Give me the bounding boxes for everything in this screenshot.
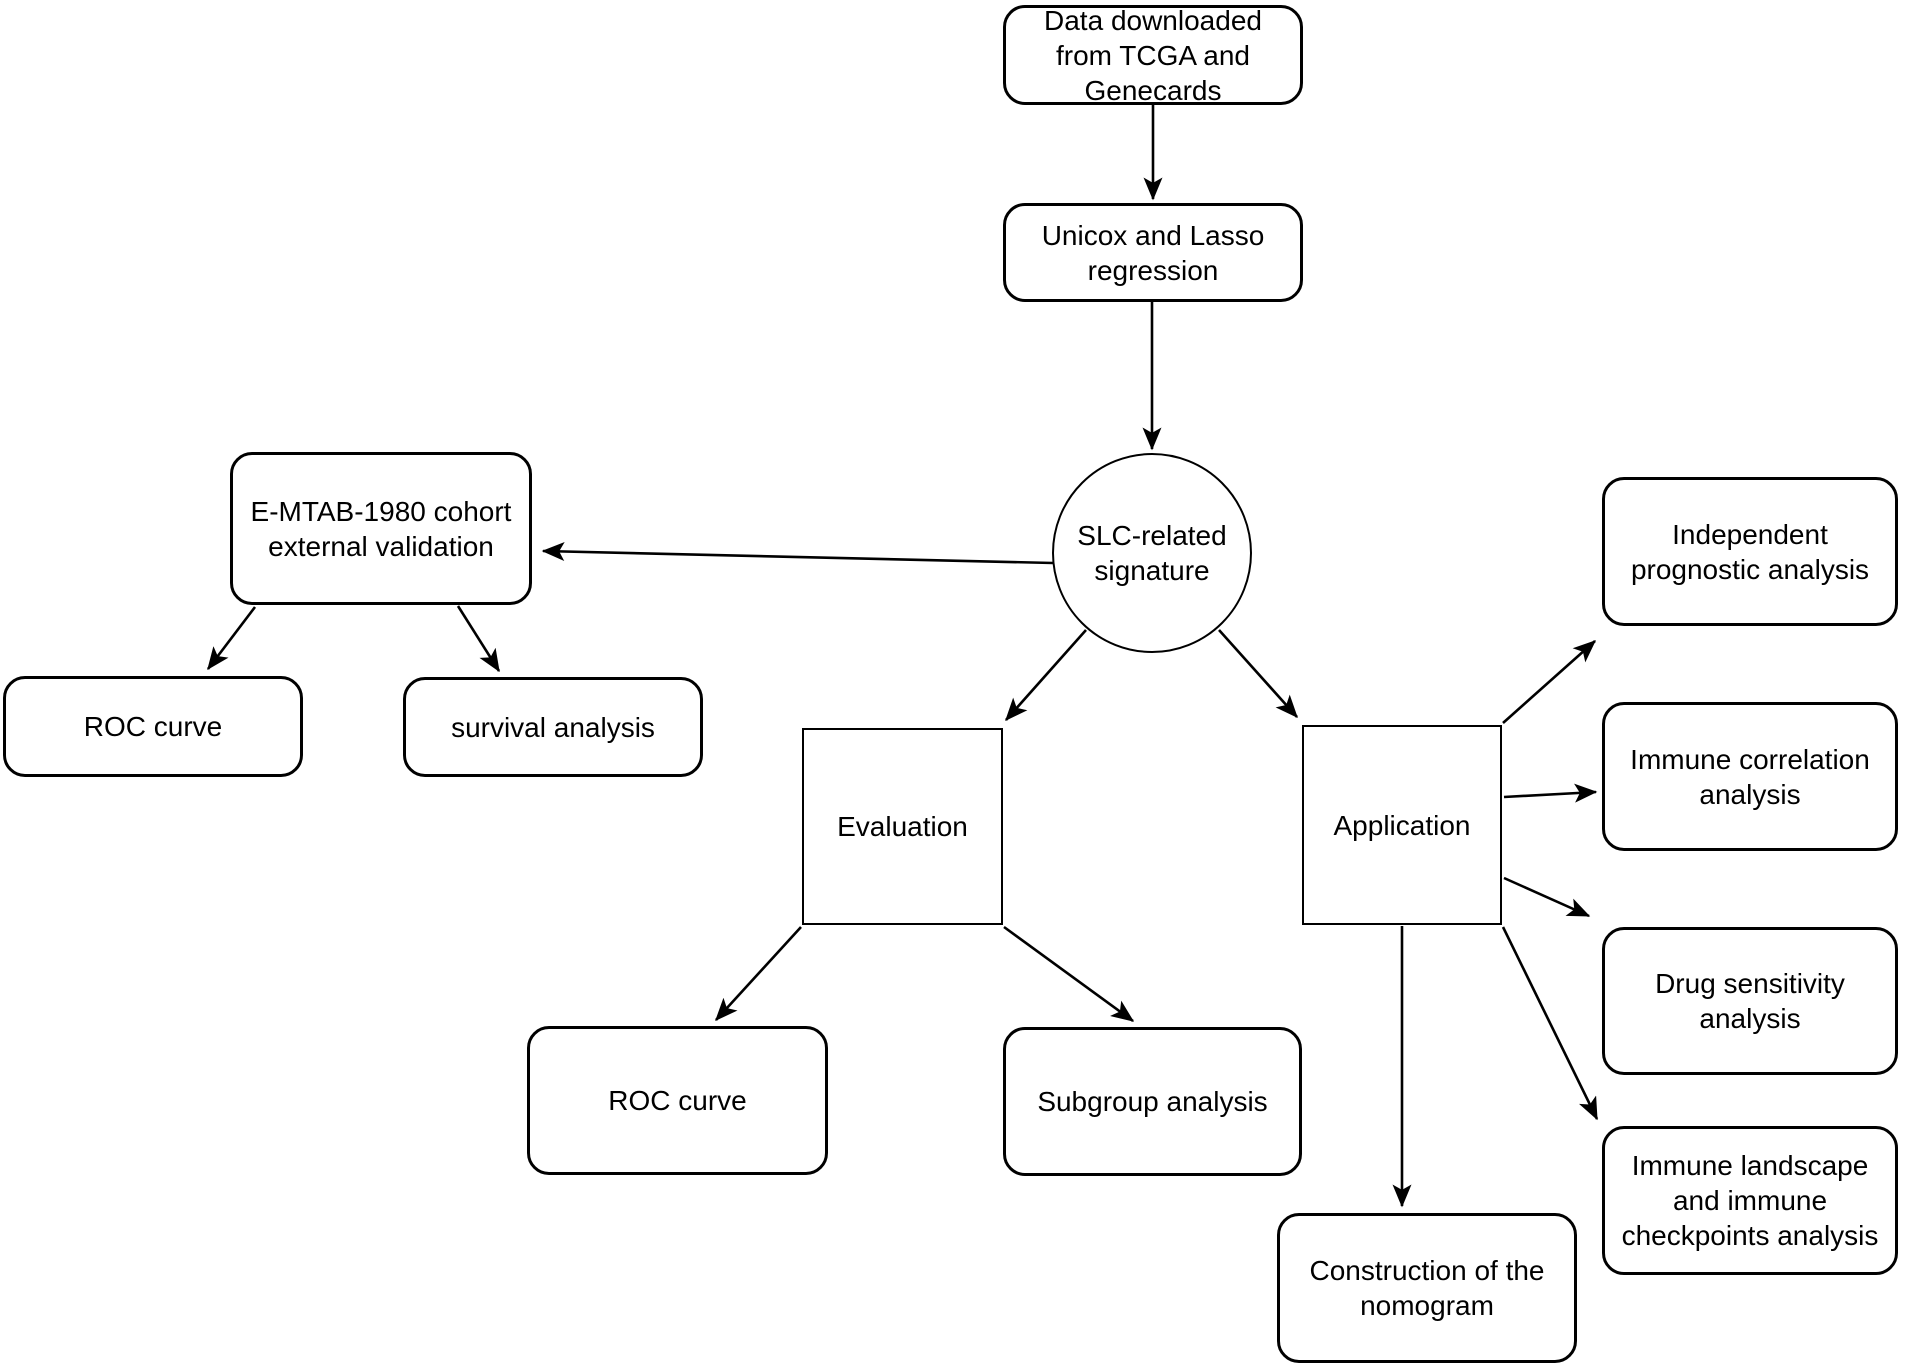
node-immune-landscape: Immune landscape and immune checkpoints …: [1602, 1126, 1898, 1275]
node-unicox-lasso: Unicox and Lasso regression: [1003, 203, 1303, 302]
edge-evaluation-to-roc-evaluation: [715, 926, 802, 1021]
node-application: Application: [1302, 725, 1502, 925]
edge-application-to-immune-corr: [1503, 783, 1598, 803]
edge-application-to-landscape: [1501, 926, 1599, 1121]
edge-emtab-to-roc-external: [206, 606, 257, 671]
node-subgroup-analysis: Subgroup analysis: [1003, 1027, 1302, 1176]
edge-slc-signature-to-application: [1218, 629, 1298, 718]
edge-application-to-drug: [1503, 876, 1591, 918]
edge-slc-signature-to-evaluation: [1005, 629, 1087, 721]
node-slc-signature: SLC-related signature: [1052, 453, 1252, 653]
node-data-download: Data downloaded from TCGA and Genecards: [1003, 5, 1303, 106]
edge-slc-signature-to-emtab: [541, 542, 1054, 565]
node-survival-analysis: survival analysis: [403, 677, 703, 777]
node-evaluation: Evaluation: [802, 728, 1003, 925]
node-emtab-validation: E-MTAB-1980 cohort external validation: [230, 452, 532, 605]
node-independent-prognostic: Independent prognostic analysis: [1602, 477, 1898, 626]
node-nomogram: Construction of the nomogram: [1277, 1213, 1577, 1363]
node-roc-curve-external: ROC curve: [3, 676, 303, 777]
edge-application-to-independent: [1502, 640, 1596, 724]
edge-evaluation-to-subgroup: [1003, 925, 1135, 1023]
edge-emtab-to-survival: [456, 605, 501, 673]
node-immune-correlation: Immune correlation analysis: [1602, 702, 1898, 851]
node-roc-curve-evaluation: ROC curve: [527, 1026, 828, 1175]
node-drug-sensitivity: Drug sensitivity analysis: [1602, 927, 1898, 1075]
